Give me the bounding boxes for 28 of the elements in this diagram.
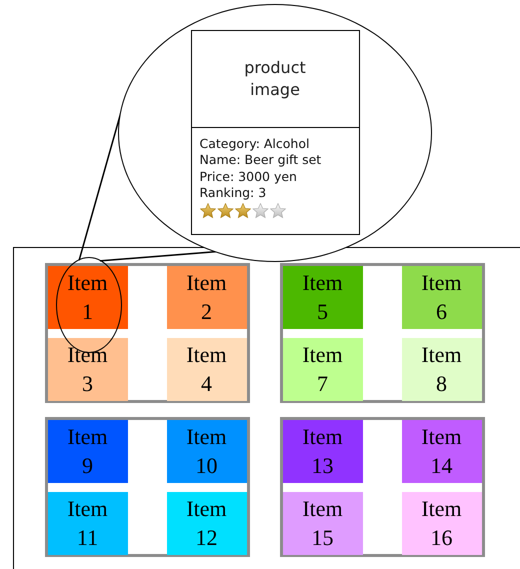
- item-tile: Item 16: [402, 492, 482, 554]
- product-detail: Ranking: 3: [200, 185, 266, 202]
- product-detail: Category: Alcohol: [200, 136, 310, 152]
- item-group-panel: [44, 262, 250, 402]
- item-tile: Item 9: [48, 420, 128, 482]
- item-tile: Item 10: [166, 420, 246, 482]
- item-tile: Item 2: [166, 266, 246, 328]
- image-caption: product image: [243, 56, 307, 100]
- item-tile: Item 12: [166, 492, 246, 554]
- product-detail: Name: Beer gift set: [200, 152, 322, 168]
- item-tile: Item 4: [166, 338, 246, 400]
- item-tile: Item 6: [402, 266, 482, 328]
- item-group-panel: [280, 262, 484, 402]
- item-tile: Item 3: [48, 338, 128, 400]
- item-tile: Item 11: [48, 492, 128, 554]
- item-tile: Item 5: [282, 266, 362, 328]
- item-group-panel: [280, 416, 484, 556]
- item-tile: Item 13: [282, 420, 362, 482]
- item-tile: Item 7: [282, 338, 362, 400]
- zoom-line: [100, 250, 217, 262]
- item-group-panel: [44, 416, 250, 556]
- item-tile: Item 14: [402, 420, 482, 482]
- item-tile: Item 15: [282, 492, 362, 554]
- page-frame: [13, 247, 520, 569]
- product-detail: Price: 3000 yen: [200, 168, 297, 185]
- item-tile: Item 1: [48, 266, 128, 328]
- product-card: [190, 30, 360, 234]
- item-tile: Item 8: [402, 338, 482, 400]
